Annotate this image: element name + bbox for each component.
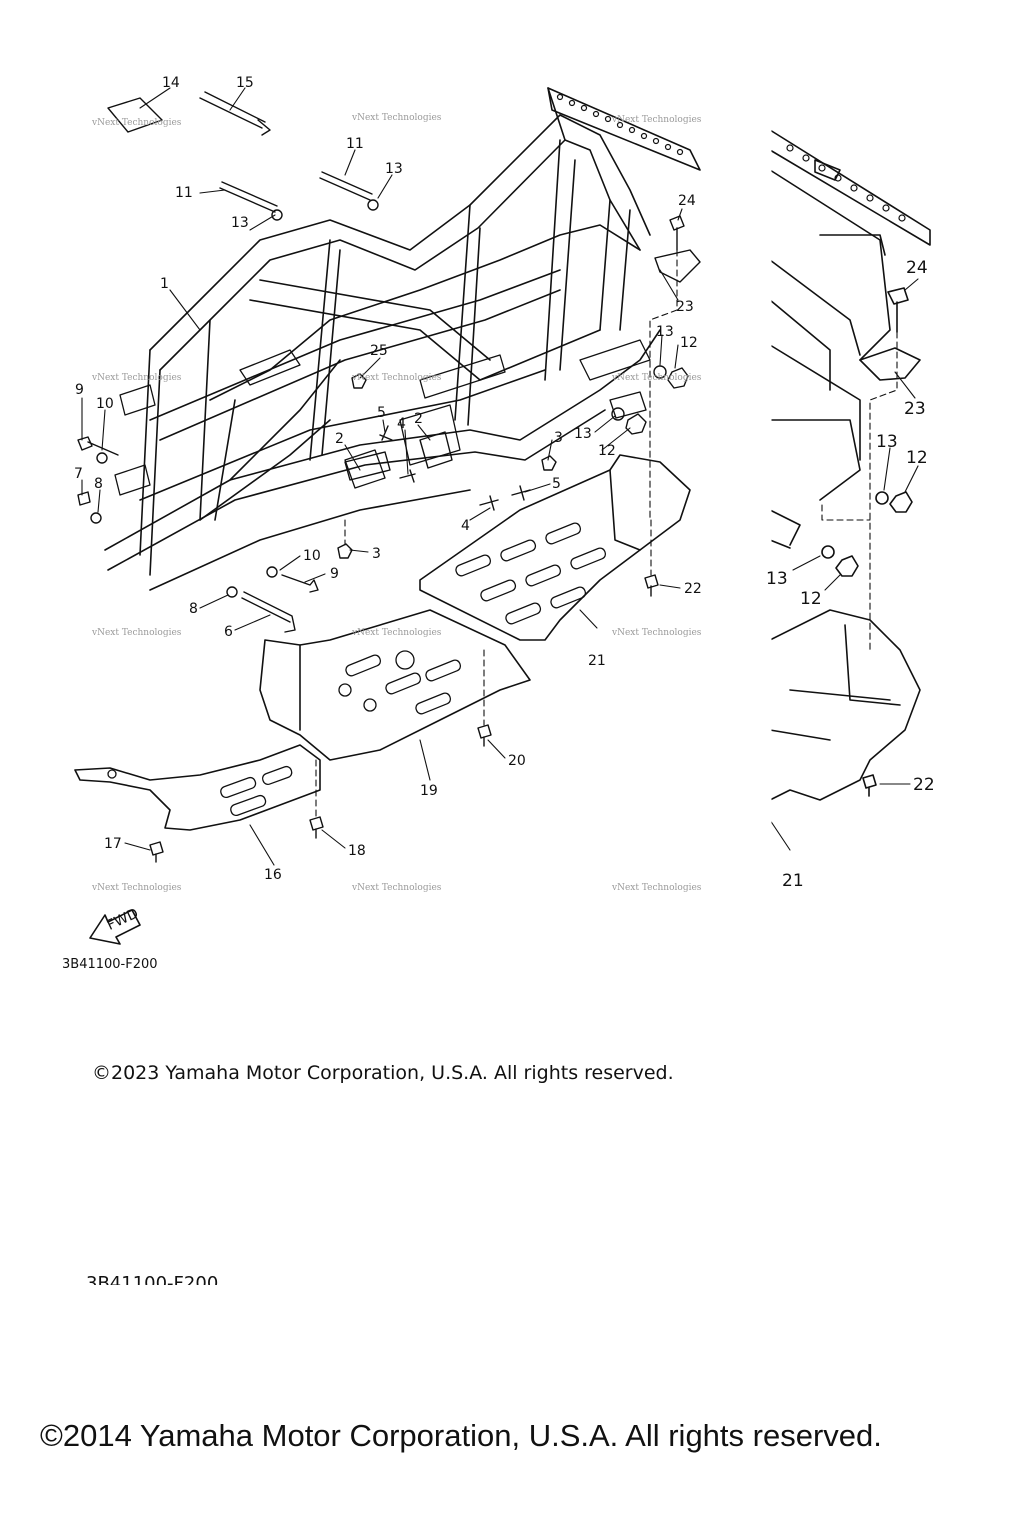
callout-12: 12: [680, 335, 698, 351]
inset-callout-23: 23: [904, 399, 926, 419]
inset-callout-13: 13: [766, 569, 788, 589]
callout-11: 11: [175, 185, 193, 201]
callout-13: 13: [385, 161, 403, 177]
callout-15: 15: [236, 75, 254, 91]
watermark: vNext Technologies: [91, 628, 182, 638]
callout-16: 16: [264, 867, 282, 883]
callout-5: 5: [552, 476, 561, 492]
copyright-2023: ©2023 Yamaha Motor Corporation, U.S.A. A…: [92, 1062, 674, 1084]
callout-1: 1: [160, 276, 169, 292]
figure-code: 3B41100-F200: [62, 957, 158, 972]
callout-3: 3: [554, 430, 563, 446]
watermark: vNext Technologies: [351, 628, 442, 638]
inset-callout-24: 24: [906, 258, 928, 278]
inset-callout-12: 12: [800, 589, 822, 609]
callout-9: 9: [75, 382, 84, 398]
callout-9: 9: [330, 566, 339, 582]
callout-8: 8: [94, 476, 103, 492]
callout-23: 23: [676, 299, 694, 315]
inset-callout-12: 12: [906, 448, 928, 468]
skid-plate-19: [259, 609, 531, 761]
callout-4: 4: [397, 416, 406, 432]
skid-plate-21: [419, 454, 691, 641]
watermark: vNext Technologies: [91, 373, 182, 383]
skid-plate-16: [74, 744, 321, 831]
watermark: vNext Technologies: [611, 115, 702, 125]
callout-10: 10: [303, 548, 321, 564]
inset-bumper-holes: [786, 144, 906, 222]
callout-17: 17: [104, 836, 122, 852]
callout-10: 10: [96, 396, 114, 412]
callout-11: 11: [346, 136, 364, 152]
watermark: vNext Technologies: [351, 373, 442, 383]
callout-5: 5: [377, 405, 386, 421]
watermark: vNext Technologies: [611, 883, 702, 893]
watermark: vNext Technologies: [91, 883, 182, 893]
assembly-lines: [315, 249, 678, 818]
inset-callout-21: 21: [782, 871, 804, 891]
callout-19: 19: [420, 783, 438, 799]
callout-21: 21: [588, 653, 606, 669]
fasteners: [77, 91, 701, 863]
frame-assembly: [104, 87, 701, 591]
callout-24: 24: [678, 193, 696, 209]
fwd-arrow-icon: [89, 909, 141, 945]
front-bumper-holes: [556, 93, 684, 156]
callout-13: 13: [574, 426, 592, 442]
fwd-label: FWD: [105, 906, 141, 934]
callout-13: 13: [656, 324, 674, 340]
callout-20: 20: [508, 753, 526, 769]
callout-14: 14: [162, 75, 180, 91]
inset-detail: [768, 128, 931, 882]
callout-4: 4: [461, 518, 470, 534]
inset-callout-labels: 24 23 13 12 13 12 22 21: [766, 258, 935, 891]
callout-22: 22: [684, 581, 702, 597]
callout-18: 18: [348, 843, 366, 859]
callout-25: 25: [370, 343, 388, 359]
callout-13: 13: [231, 215, 249, 231]
watermark: vNext Technologies: [611, 373, 702, 383]
copyright-2014: ©2014 Yamaha Motor Corporation, U.S.A. A…: [40, 1418, 882, 1453]
callout-6: 6: [224, 624, 233, 640]
callout-2: 2: [414, 411, 423, 427]
inset-callout-22: 22: [913, 775, 935, 795]
watermark: vNext Technologies: [351, 113, 442, 123]
inset-callout-13: 13: [876, 432, 898, 452]
callout-labels: 1 2 2 3 3 4 4 5 5 6 7 8 8 9 9 10 10 11 1…: [74, 75, 702, 883]
watermarks: vNext Technologies vNext Technologies vN…: [91, 113, 702, 893]
callout-7: 7: [74, 466, 83, 482]
watermark: vNext Technologies: [91, 118, 182, 128]
callout-8: 8: [189, 601, 198, 617]
figure-code-repeat: 3B41100-F200: [86, 1273, 219, 1285]
watermark: vNext Technologies: [351, 883, 442, 893]
callout-12: 12: [598, 443, 616, 459]
leader-lines: [81, 87, 683, 866]
callout-3: 3: [372, 546, 381, 562]
callout-2: 2: [335, 431, 344, 447]
watermark: vNext Technologies: [611, 628, 702, 638]
